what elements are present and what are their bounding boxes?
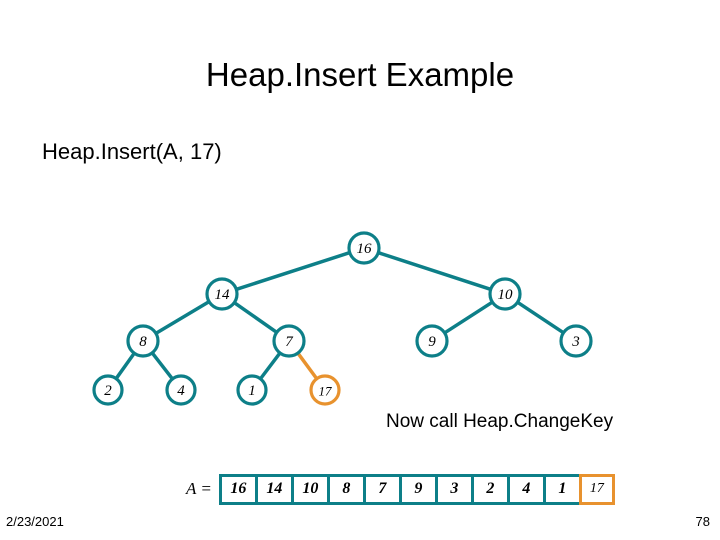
array-cell[interactable]: 17 xyxy=(578,473,615,505)
tree-node-label: 16 xyxy=(357,241,373,257)
tree-node-circle xyxy=(205,277,239,311)
footer-date: 2/23/2021 xyxy=(6,514,64,529)
tree-node-label: 17 xyxy=(319,384,333,399)
tree-edge xyxy=(113,350,137,382)
tree-node-circle xyxy=(347,231,381,265)
tree-node-label: 2 xyxy=(104,383,112,399)
tree-node[interactable]: 17 xyxy=(309,374,341,406)
tree-node-circle xyxy=(415,324,449,358)
tree-node[interactable]: 3 xyxy=(559,324,593,358)
tree-edge xyxy=(231,300,280,335)
array-cell[interactable]: 10 xyxy=(290,473,327,505)
tree-node[interactable]: 2 xyxy=(92,374,124,406)
tree-edge xyxy=(149,350,175,382)
tree-node[interactable]: 8 xyxy=(126,324,160,358)
tree-edge xyxy=(258,350,283,382)
subtitle-operation-call: Heap.Insert(A, 17) xyxy=(42,139,222,164)
tree-node-label: 1 xyxy=(248,383,256,399)
array-name-label: A = xyxy=(186,479,212,498)
array-cell[interactable]: 3 xyxy=(434,473,471,505)
tree-edge xyxy=(442,299,495,336)
tree-node-circle xyxy=(236,374,268,406)
array-cell[interactable]: 4 xyxy=(506,473,543,505)
tree-node-label: 4 xyxy=(177,383,185,399)
array-cell[interactable]: 1 xyxy=(542,473,579,505)
tree-node-label: 10 xyxy=(498,287,514,303)
tree-node-label: 9 xyxy=(428,334,436,350)
tree-node-label: 7 xyxy=(285,334,294,350)
tree-edge xyxy=(233,250,353,292)
tree-node-circle xyxy=(165,374,197,406)
tree-edge xyxy=(375,250,494,292)
tree-node[interactable]: 4 xyxy=(165,374,197,406)
array-cell[interactable]: 16 xyxy=(218,473,255,505)
page-title: Heap.Insert Example xyxy=(205,56,515,93)
tree-node[interactable]: 16 xyxy=(347,231,381,265)
tree-node-label: 8 xyxy=(139,334,147,350)
tree-node-label: 14 xyxy=(215,287,231,303)
tree-node-circle xyxy=(488,277,522,311)
tree-node-label: 3 xyxy=(571,334,580,350)
tree-node[interactable]: 14 xyxy=(205,277,239,311)
array-cell[interactable]: 9 xyxy=(398,473,435,505)
array-cell[interactable]: 7 xyxy=(362,473,399,505)
tree-node-circle xyxy=(92,374,124,406)
tree-node-circle xyxy=(126,324,160,358)
tree-edge xyxy=(514,299,567,336)
array-cell[interactable]: 14 xyxy=(254,473,291,505)
tree-node-circle xyxy=(272,324,306,358)
array-cell[interactable]: 8 xyxy=(326,473,363,505)
tree-node[interactable]: 10 xyxy=(488,277,522,311)
tree-edge xyxy=(153,299,212,336)
tree-edge-group xyxy=(113,250,567,382)
footer-page-number: 78 xyxy=(695,514,710,529)
tree-node-group: 16 14 10 8 7 9 3 2 4 1 17 xyxy=(92,231,593,406)
tree-node[interactable]: 1 xyxy=(236,374,268,406)
tree-edge xyxy=(295,350,320,382)
tree-node[interactable]: 9 xyxy=(415,324,449,358)
next-step-note: Now call Heap.ChangeKey xyxy=(386,411,614,432)
tree-node-circle xyxy=(309,374,341,406)
tree-node[interactable]: 7 xyxy=(272,324,306,358)
array-cell[interactable]: 2 xyxy=(470,473,507,505)
tree-node-circle xyxy=(559,324,593,358)
